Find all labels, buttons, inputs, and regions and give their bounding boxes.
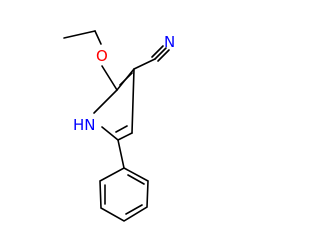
structure-diagram: O N HN xyxy=(63,30,175,222)
nitrile-triple-bond-b xyxy=(151,45,164,58)
c5-phenyl-bond xyxy=(117,139,125,169)
nitrile-triple-bond-c xyxy=(157,49,170,62)
phenyl-double-bond-1 xyxy=(127,174,145,185)
ethyl-ch2-o-bond xyxy=(94,30,102,45)
c3-cn-bond xyxy=(133,58,156,70)
phenyl-double-bond-2 xyxy=(125,204,143,215)
nitrogen-atom-label: N xyxy=(164,33,175,51)
ethyl-ch3-ch2-bond xyxy=(63,30,96,39)
c4-c5-double-bond xyxy=(115,125,128,133)
phenyl-ring xyxy=(99,167,149,222)
nitrile-triple-bond-a xyxy=(154,47,167,60)
nh-atom-label: HN xyxy=(73,116,96,134)
oxygen-atom-label: O xyxy=(96,47,108,65)
c3-c4-bond xyxy=(131,68,135,134)
c2-c3-double-bond xyxy=(119,72,133,86)
o-c2-bond xyxy=(101,65,118,91)
c4-c5-bond xyxy=(117,132,133,141)
c5-n1-bond xyxy=(101,126,119,141)
n1-c2-bond xyxy=(93,89,118,114)
